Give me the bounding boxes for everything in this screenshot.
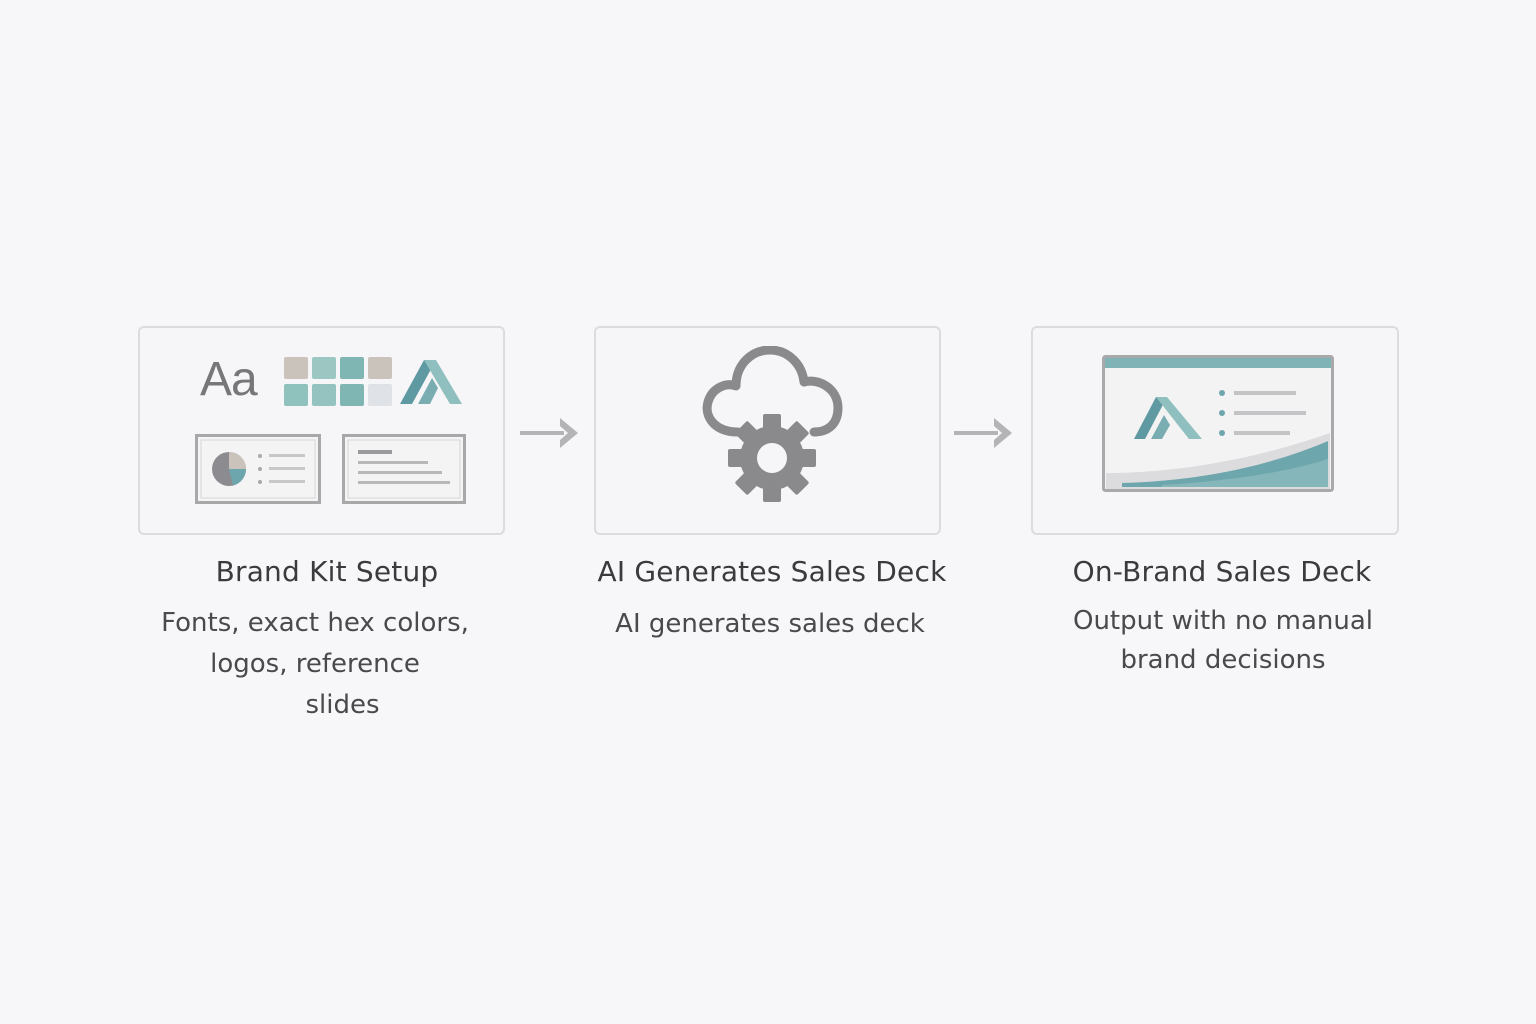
cloud-gear-icon — [702, 346, 843, 502]
description-line: Output with no manual — [1072, 606, 1374, 636]
step-description-ai-generates: AI generates sales deck — [570, 604, 970, 645]
branded-slide-icon — [1102, 355, 1334, 492]
description-line: AI generates sales deck — [615, 609, 925, 639]
step-title-ai-generates: AI Generates Sales Deck — [597, 555, 947, 588]
description-line: slides — [305, 690, 380, 720]
description-line: logos, reference — [210, 649, 420, 679]
color-swatches-icon — [284, 357, 392, 406]
step-title-on-brand: On-Brand Sales Deck — [1072, 555, 1372, 588]
step-title-brand-kit: Brand Kit Setup — [215, 555, 439, 588]
description-line: brand decisions — [1120, 645, 1326, 675]
arrow-right-icon — [520, 418, 578, 448]
step-description-brand-kit: Fonts, exact hex colors, logos, referenc… — [115, 603, 515, 726]
arrow-right-icon — [954, 418, 1012, 448]
text-slide-icon — [342, 434, 466, 504]
brand-logo-icon — [400, 360, 462, 404]
step-description-on-brand: Output with no manual brand decisions — [1023, 602, 1423, 680]
chart-slide-icon — [195, 434, 321, 504]
typography-icon: Aa — [200, 353, 258, 406]
description-line: Fonts, exact hex colors, — [161, 608, 469, 638]
